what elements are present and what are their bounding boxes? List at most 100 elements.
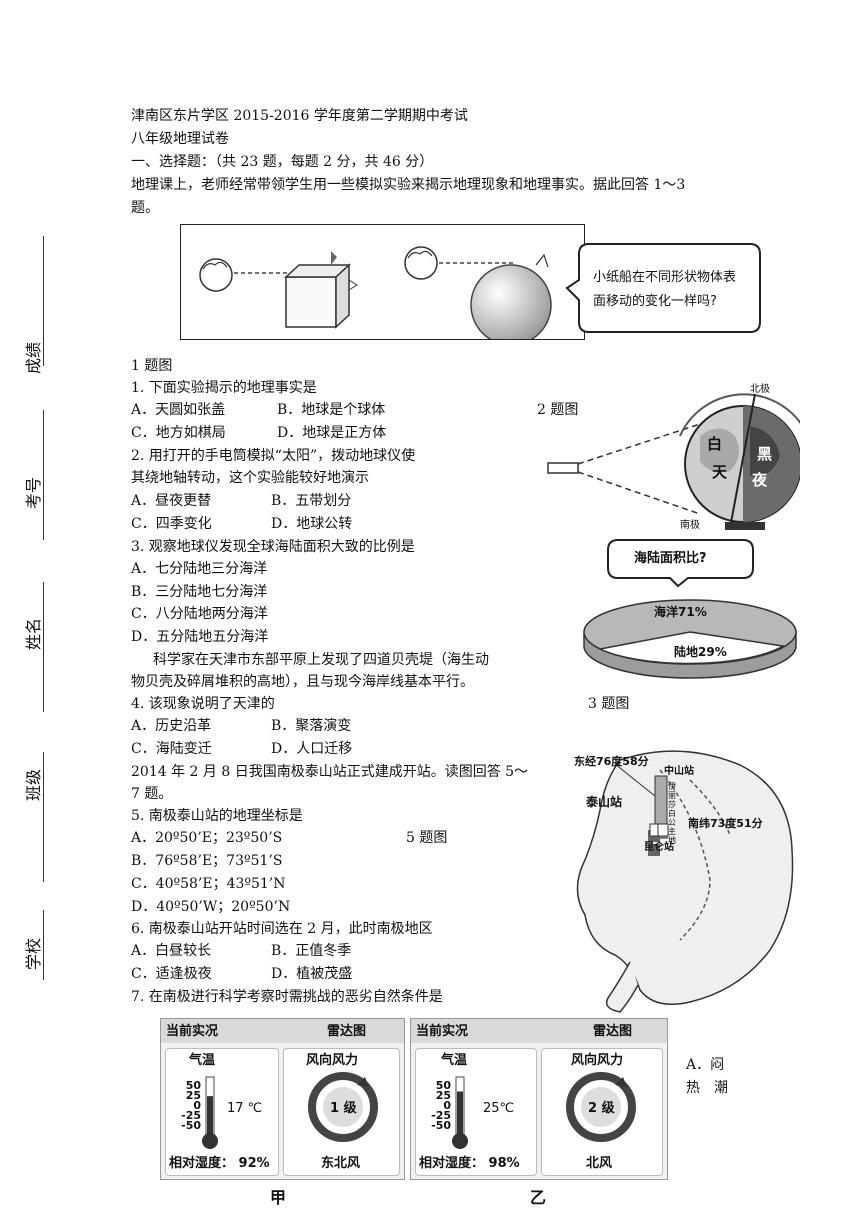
temperature-value: 25℃ (483, 1101, 515, 1116)
weather-panel-header (411, 1019, 667, 1043)
weather-panel-caption: 乙 (530, 1188, 547, 1207)
wind-compass-icon (566, 1072, 636, 1142)
latitude-label: 南纬73度51分 (688, 817, 763, 830)
current-conditions-label: 当前实况 (416, 1024, 469, 1039)
passage-text: 物贝壳及碎屑堆积的高地），且与现今海岸线基本平行。 (131, 674, 474, 690)
temperature-label: 气温 (189, 1053, 216, 1068)
current-conditions-label: 当前实况 (166, 1024, 219, 1039)
margin-rule (43, 410, 44, 540)
question-1-option-a: A．天圆如张盖 (131, 402, 226, 418)
question-7-option-a: 热 潮 (686, 1080, 728, 1096)
wind-compass-icon (308, 1072, 378, 1142)
margin-rule (43, 236, 44, 366)
question-4-option-d: D．人口迁移 (271, 741, 353, 757)
thermometer-scale: 50 25 0 -25 -50 (431, 1080, 451, 1132)
south-pole-label: 南极 (680, 520, 700, 531)
figure-1-caption: 1 题图 (131, 358, 173, 374)
question-7-stem: 7. 在南极进行科学考察时需挑战的恶劣自然条件是 (131, 989, 443, 1005)
night-label: 夜 (752, 471, 768, 489)
question-2-option-a: A．昼夜更替 (131, 493, 212, 509)
temperature-box (415, 1048, 537, 1176)
question-2-option-c: C．四季变化 (131, 516, 212, 532)
question-2-stem: 其绕地轴转动，这个实验能较好地演示 (131, 470, 369, 486)
taishan-station-label: 泰山站 (586, 795, 623, 809)
night-label: 黑 (757, 445, 773, 463)
question-1-option-b: B．地球是个球体 (277, 402, 386, 418)
question-2-option-b: B．五带划分 (271, 493, 352, 509)
thermometer-tick: 25 (435, 1089, 451, 1102)
question-3-stem: 3. 观察地球仪发现全球海陆面积大致的比例是 (131, 539, 415, 555)
margin-rule (43, 582, 44, 712)
intro-text: 题。 (131, 200, 159, 216)
margin-rule (43, 752, 44, 882)
day-label: 白 (707, 435, 723, 453)
wind-direction: 东北风 (321, 1156, 361, 1171)
margin-label-school: 学校 (24, 937, 44, 971)
passage-text: 科学家在天津市东部平原上发现了四道贝壳堤（海生动 (153, 652, 489, 668)
wind-level: 1 级 (330, 1101, 357, 1116)
question-6-option-b: B．正值冬季 (271, 943, 352, 959)
question-6-stem: 6. 南极泰山站开站时间选在 2 月，此时南极地区 (131, 921, 433, 937)
figure-2-drawing (547, 393, 800, 530)
temperature-value: 17 ℃ (227, 1101, 263, 1116)
speech-bubble-text: 面移动的变化一样吗? (593, 294, 717, 309)
exam-title: 津南区东片学区 2015-2016 学年度第二学期期中考试 (131, 108, 468, 124)
question-3-option-c: C．八分陆地两分海洋 (131, 606, 268, 622)
pie-label-ocean: 海洋71% (654, 605, 707, 619)
figure-3-pie-drawing (583, 539, 797, 679)
question-4-option-c: C．海陆变迁 (131, 741, 212, 757)
longitude-label: 东经76度58分 (574, 755, 649, 768)
passage-text: 2014 年 2 月 8 日我国南极泰山站正式建成开站。读图回答 5～ (131, 764, 529, 780)
thermometer-tick: 0 (193, 1099, 201, 1112)
question-4-option-b: B．聚落演变 (271, 718, 352, 734)
figure-3-pie-illustration: 海陆面积比? 海洋71% 陆地29% (578, 534, 800, 680)
pie-label-land: 陆地29% (674, 645, 727, 659)
figure-5-caption: 5 题图 (406, 830, 448, 846)
figure-1-illustration (180, 224, 585, 346)
question-7-option-a: A．闷 (686, 1057, 725, 1073)
question-3-option-d: D．五分陆地五分海洋 (131, 629, 269, 645)
question-5-stem: 5. 南极泰山站的地理坐标是 (131, 808, 303, 824)
pie-question: 海陆面积比? (634, 551, 707, 566)
speech-bubble-text: 小纸船在不同形状物体表 (593, 270, 737, 285)
intro-text: 地理课上，老师经常带领学生用一些模拟实验来揭示地理现象和地理事实。据此回答 1～… (131, 177, 686, 193)
thermometer-tick: -25 (431, 1109, 451, 1122)
question-5-option-d: D．40º50’W；20º50’N (131, 899, 291, 915)
day-label: 天 (712, 463, 728, 481)
question-6-option-d: D．植被茂盛 (271, 966, 353, 982)
temperature-box (165, 1048, 279, 1176)
radar-label: 雷达图 (593, 1024, 633, 1039)
question-5-option-a: A．20º50’E；23º50’S (131, 830, 283, 846)
weather-panel-yi: 当前实况 雷达图 气温 风向风力 50 25 0 -25 -50 25℃ 2 级… (410, 1018, 668, 1180)
question-2-stem: 2. 用打开的手电筒模拟“太阳”，拨动地球仪使 (131, 448, 416, 464)
wind-direction: 北风 (586, 1156, 613, 1171)
thermometer-icon (202, 1076, 218, 1149)
radar-label: 雷达图 (327, 1024, 367, 1039)
thermometer-tick: 50 (185, 1079, 201, 1092)
thermometer-tick: 0 (443, 1099, 451, 1112)
thermometer-icon (452, 1076, 468, 1149)
margin-label-score: 成绩 (24, 341, 44, 375)
question-3-option-b: B．三分陆地七分海洋 (131, 584, 268, 600)
wind-label: 风向风力 (571, 1053, 624, 1068)
weather-panel-header (161, 1019, 404, 1043)
figure-2-caption: 2 题图 (537, 402, 579, 418)
margin-label-exam-number: 考号 (24, 476, 44, 510)
kunlun-station-label: 昆仑站 (644, 842, 674, 853)
princess-elizabeth-land-label: 伊丽莎白公主地 (668, 782, 676, 845)
passage-text: 7 题。 (131, 786, 173, 802)
thermometer-tick: -50 (431, 1119, 451, 1132)
north-pole-label: 北极 (750, 384, 770, 395)
figure-5-antarctica-map: 东经76度58分 中山站 泰山站 伊丽莎白公主地 南纬73度51分 昆仑站 (560, 740, 800, 1016)
question-3-option-a: A．七分陆地三分海洋 (131, 561, 268, 577)
margin-rule (43, 910, 44, 980)
wind-level: 2 级 (588, 1101, 615, 1116)
question-2-option-d: D．地球公转 (271, 516, 353, 532)
antarctica-map-drawing (576, 750, 794, 1013)
figure-2-globe-illustration: 北极 南极 白 天 黑 夜 (540, 376, 800, 531)
thermometer-tick: -50 (181, 1119, 201, 1132)
question-6-option-c: C．适逢极夜 (131, 966, 212, 982)
humidity-value: 相对湿度： 98% (419, 1156, 520, 1171)
thermometer-tick: -25 (181, 1109, 201, 1122)
wind-label: 风向风力 (306, 1053, 359, 1068)
